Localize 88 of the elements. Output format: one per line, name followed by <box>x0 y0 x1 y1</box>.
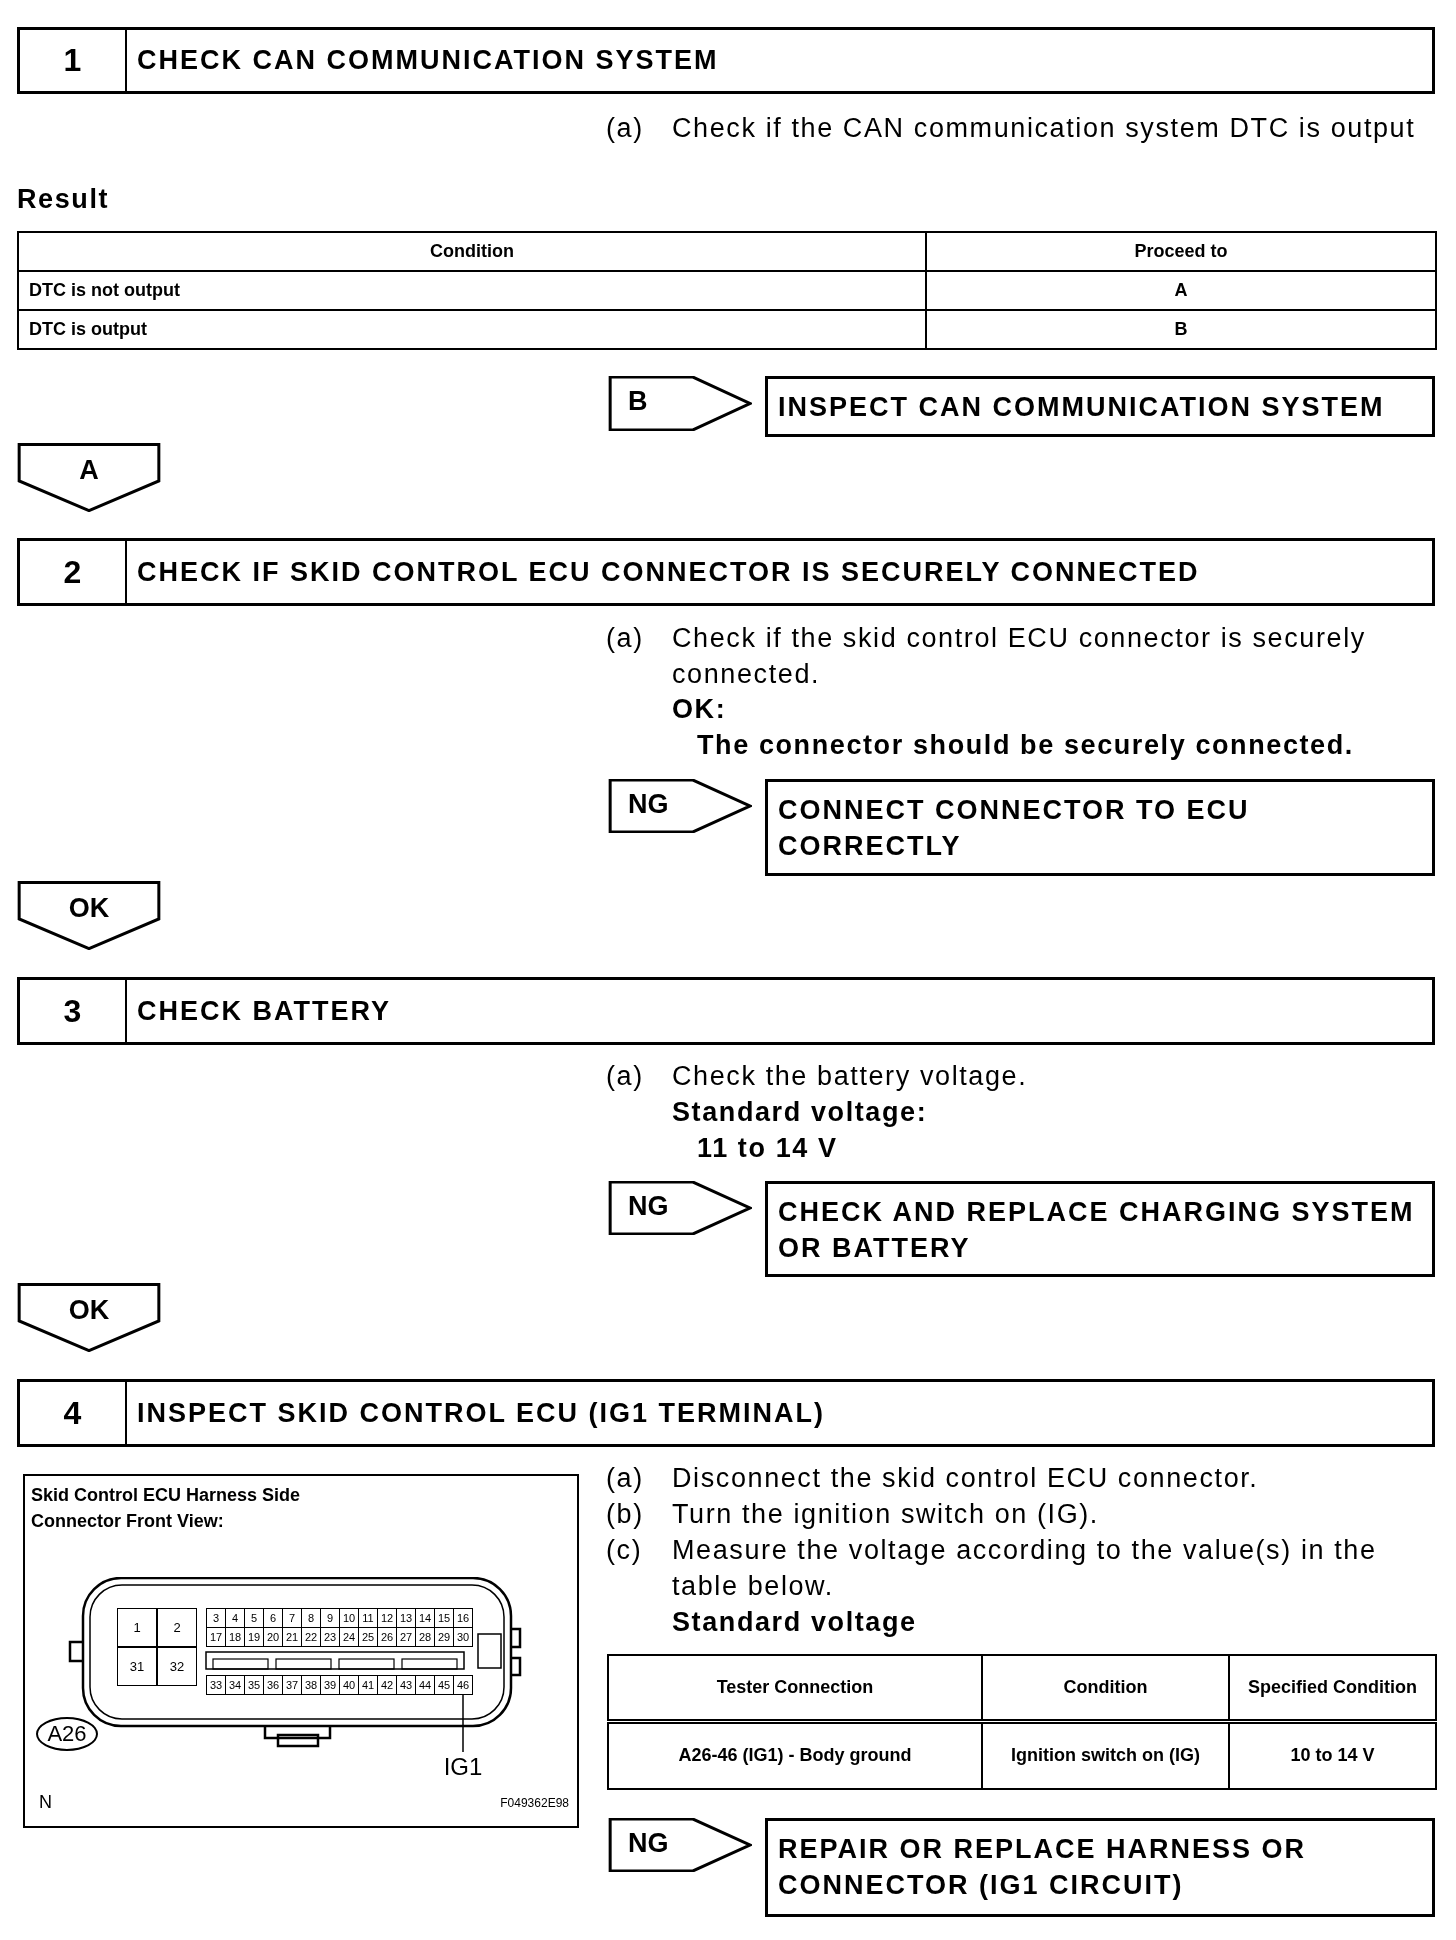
terminal-cell: 42 <box>377 1675 397 1695</box>
branch-label: A <box>78 455 100 486</box>
list-marker: (a) <box>606 622 644 655</box>
branch-arrow <box>608 1818 752 1872</box>
action-box: INSPECT CAN COMMUNICATION SYSTEM <box>765 376 1435 437</box>
branch-arrow <box>17 1283 161 1352</box>
list-marker: (a) <box>606 112 644 145</box>
terminal-cell: 44 <box>415 1675 435 1695</box>
branch-arrow <box>17 443 161 512</box>
terminal-cell: 35 <box>244 1675 264 1695</box>
step-title: CHECK CAN COMMUNICATION SYSTEM <box>136 45 719 76</box>
terminal-cell: 41 <box>358 1675 378 1695</box>
instruction-text: Turn the ignition switch on (IG). <box>672 1498 1100 1531</box>
terminal-cell: 46 <box>453 1675 473 1695</box>
step-title: CHECK BATTERY <box>136 995 391 1027</box>
terminal-cell: 30 <box>453 1627 473 1647</box>
spec-value: 11 to 14 V <box>697 1132 838 1165</box>
terminal-cell: 31 <box>117 1647 157 1686</box>
branch-label: NG <box>628 789 669 820</box>
action-box: CONNECT CONNECTOR TO ECU CORRECTLY <box>765 779 1435 876</box>
terminal-cell: 40 <box>339 1675 359 1695</box>
step-header-box <box>17 977 1435 1045</box>
step-number: 1 <box>20 30 127 91</box>
terminal-cell: 38 <box>301 1675 321 1695</box>
branch-label: OK <box>67 1295 111 1326</box>
step-title: INSPECT SKID CONTROL ECU (IG1 TERMINAL) <box>136 1397 826 1429</box>
table-cell: DTC is not output <box>18 271 926 310</box>
terminal-cell: 36 <box>263 1675 283 1695</box>
table-header-cell: Tester Connection <box>608 1655 982 1721</box>
terminal-cell: 16 <box>453 1608 473 1628</box>
panel-heading: Skid Control ECU Harness Side Connector Front View: <box>31 1484 302 1533</box>
branch-arrow <box>608 1181 752 1235</box>
instruction-text: Check the battery voltage. <box>672 1060 1029 1093</box>
terminal-cell: 39 <box>320 1675 340 1695</box>
terminal-cell: 43 <box>396 1675 416 1695</box>
instruction-text: Check if the skid control ECU connector is securely connected. <box>672 622 1367 691</box>
table-cell: A26-46 (IG1) - Body ground <box>608 1721 982 1789</box>
spec-heading: OK: <box>672 693 727 726</box>
step-title: CHECK IF SKID CONTROL ECU CONNECTOR IS SECURELY CONNECTED <box>136 556 1200 588</box>
instruction-text: Disconnect the skid control ECU connector. <box>672 1462 1260 1495</box>
list-marker: (b) <box>606 1498 644 1531</box>
view-mark: N <box>39 1792 52 1813</box>
terminal-cell: 1 <box>117 1608 157 1647</box>
spec-heading: Standard voltage <box>672 1606 917 1639</box>
list-marker: (c) <box>606 1534 643 1567</box>
branch-label: NG <box>628 1191 669 1222</box>
step-number: 4 <box>20 1382 127 1444</box>
list-marker: (a) <box>606 1060 644 1093</box>
terminal-cell: 17 <box>206 1627 226 1647</box>
spec-heading: Standard voltage: <box>672 1096 928 1129</box>
table-cell: DTC is output <box>18 310 926 349</box>
spec-value: The connector should be securely connected. <box>697 729 1354 762</box>
terminal-cell: 32 <box>157 1647 197 1686</box>
terminal-cell: 37 <box>282 1675 302 1695</box>
section-heading: Result <box>17 183 110 216</box>
terminal-cell: 3 <box>206 1608 226 1628</box>
branch-arrow <box>17 881 161 950</box>
action-box: CHECK AND REPLACE CHARGING SYSTEM OR BATTERY <box>765 1181 1435 1277</box>
table-header-cell: Proceed to <box>926 232 1436 271</box>
instruction-text: Measure the voltage according to the value(s) in the table below. <box>672 1534 1378 1603</box>
branch-label: NG <box>628 1828 669 1859</box>
list-marker: (a) <box>606 1462 644 1495</box>
terminal-cell: 2 <box>157 1608 197 1647</box>
table-header-cell: Condition <box>18 232 926 271</box>
step-header-box <box>17 27 1435 94</box>
terminal-cell: 33 <box>206 1675 226 1695</box>
terminal-cell: 34 <box>225 1675 245 1695</box>
step-header-box <box>17 538 1435 606</box>
step-number: 3 <box>20 980 127 1042</box>
connector-id-oval: A26 <box>36 1717 98 1751</box>
terminal-label: IG1 <box>443 1752 483 1782</box>
step-header-box <box>17 1379 1435 1447</box>
action-box: REPAIR OR REPLACE HARNESS OR CONNECTOR (IG1 CIRCUIT) <box>765 1818 1435 1917</box>
table-header-cell: Specified Condition <box>1229 1655 1436 1721</box>
branch-label: OK <box>67 893 111 924</box>
branch-arrow <box>608 376 752 431</box>
instruction-text: Check if the CAN communication system DTC is output <box>672 112 1417 145</box>
connector-diagram-panel <box>23 1474 579 1828</box>
terminal-cell: 45 <box>434 1675 454 1695</box>
branch-label: B <box>628 386 648 417</box>
figure-code: F049362E98 <box>500 1796 569 1810</box>
table-cell: Ignition switch on (IG) <box>982 1721 1229 1789</box>
table-cell: 10 to 14 V <box>1229 1721 1436 1789</box>
step-number: 2 <box>20 541 127 603</box>
branch-arrow <box>608 779 752 833</box>
table-header-cell: Condition <box>982 1655 1229 1721</box>
table-cell: B <box>926 310 1436 349</box>
table-cell: A <box>926 271 1436 310</box>
